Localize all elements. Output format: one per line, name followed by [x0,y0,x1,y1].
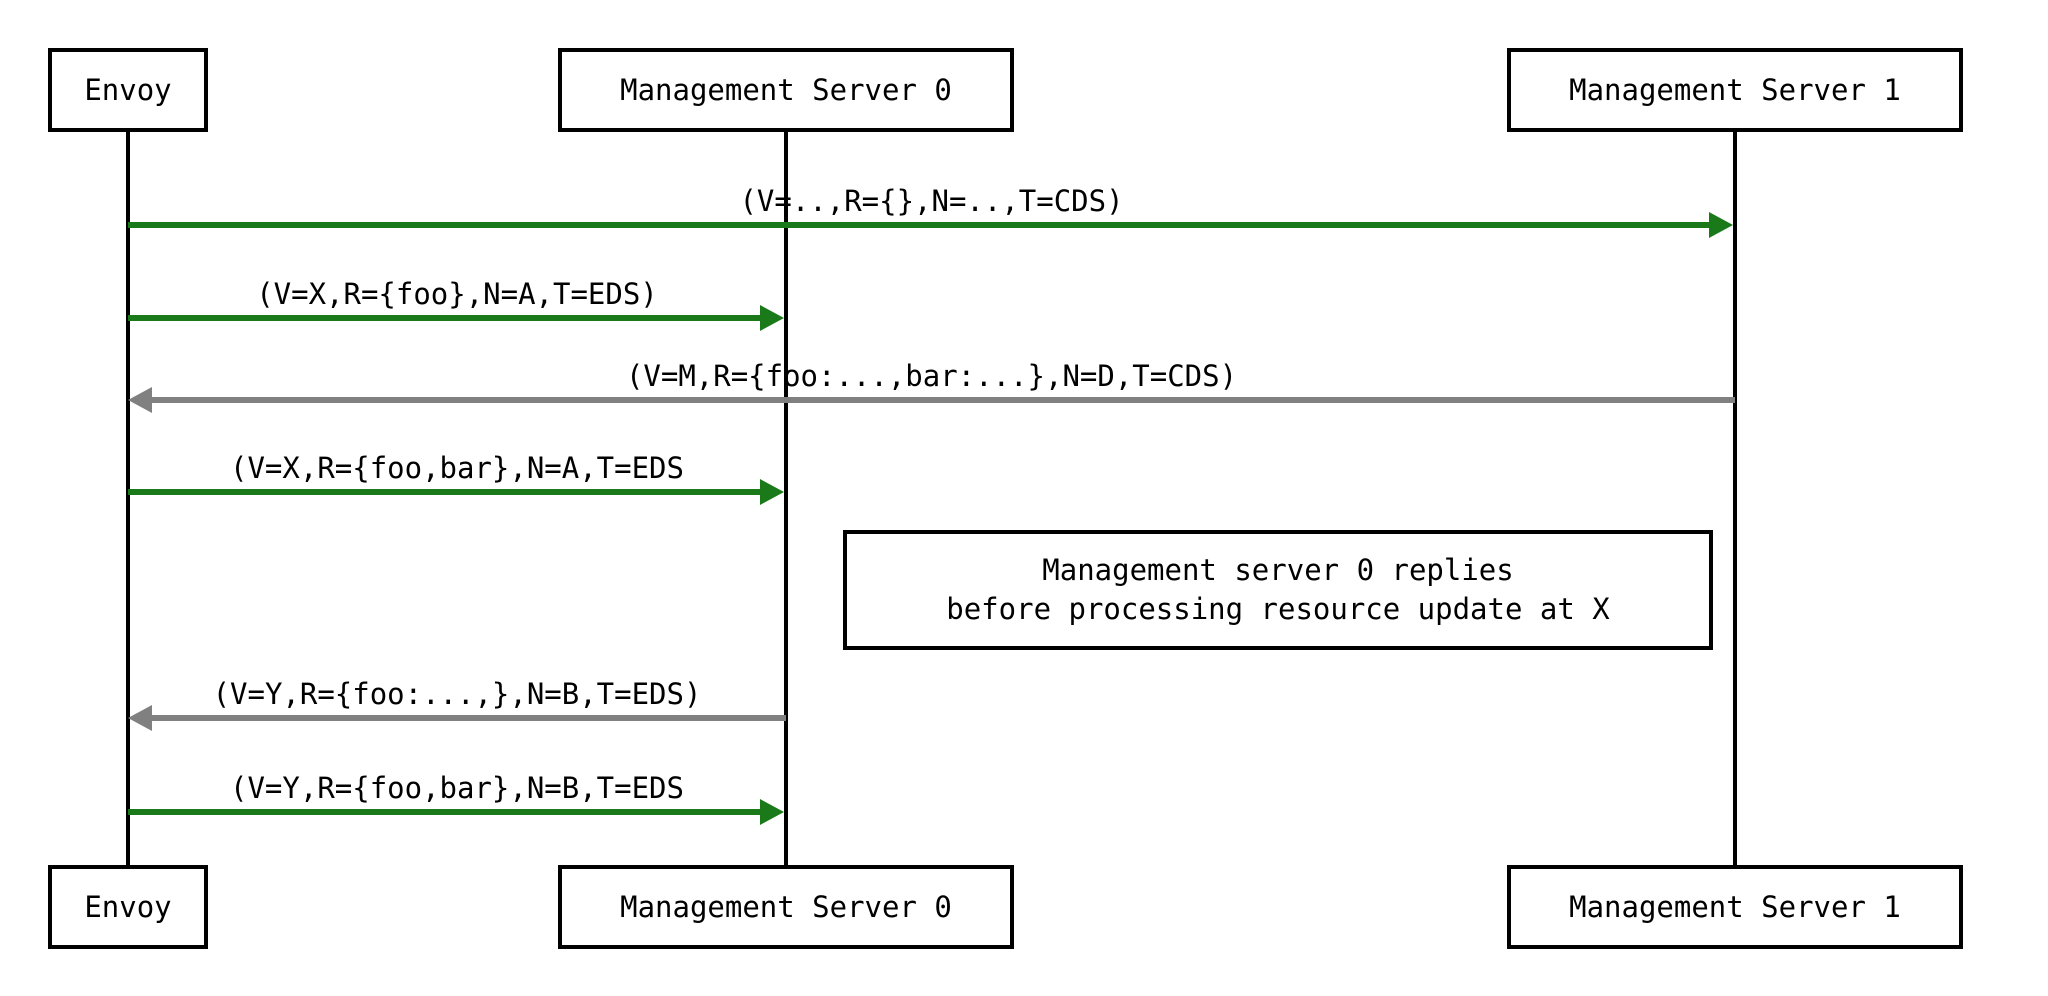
message-line-1 [128,315,762,321]
message-line-0 [128,222,1711,228]
message-line-3 [128,489,762,495]
message-label-4: (V=Y,R={foo:...,},N=B,T=EDS) [212,677,702,711]
participant-label-ms1-bottom: Management Server 1 [1569,890,1901,924]
message-arrowhead-3 [760,479,784,505]
message-arrowhead-2 [128,387,152,413]
message-label-0: (V=..,R={},N=..,T=CDS) [739,184,1124,218]
message-arrowhead-5 [760,799,784,825]
lifeline-ms1 [1733,130,1737,870]
participant-label-ms0-top: Management Server 0 [620,73,952,107]
message-arrowhead-0 [1709,212,1733,238]
lifeline-envoy [126,130,130,870]
message-line-4 [152,715,786,721]
message-label-3: (V=X,R={foo,bar},N=A,T=EDS [230,451,684,485]
participant-box-ms0-bottom[interactable]: Management Server 0 [558,865,1014,949]
note-line-2: before processing resource update at X [946,592,1610,626]
note-line-1: Management server 0 replies [1042,552,1514,587]
participant-label-ms0-bottom: Management Server 0 [620,890,952,924]
participant-box-ms1-top[interactable]: Management Server 1 [1507,48,1963,132]
message-label-5: (V=Y,R={foo,bar},N=B,T=EDS [230,771,684,805]
message-arrowhead-4 [128,705,152,731]
message-line-2 [152,397,1735,403]
participant-box-ms0-top[interactable]: Management Server 0 [558,48,1014,132]
message-label-2: (V=M,R={foo:...,bar:...},N=D,T=CDS) [625,359,1238,393]
note-box: Management server 0 replies before proce… [843,530,1713,650]
message-line-5 [128,809,762,815]
participant-label-envoy-top: Envoy [84,73,172,107]
participant-label-envoy-bottom: Envoy [84,890,172,924]
participant-label-ms1-top: Management Server 1 [1569,73,1901,107]
message-label-1: (V=X,R={foo},N=A,T=EDS) [256,277,658,311]
participant-box-ms1-bottom[interactable]: Management Server 1 [1507,865,1963,949]
message-arrowhead-1 [760,305,784,331]
lifeline-ms0 [784,130,788,870]
participant-box-envoy-bottom[interactable]: Envoy [48,865,208,949]
participant-box-envoy-top[interactable]: Envoy [48,48,208,132]
